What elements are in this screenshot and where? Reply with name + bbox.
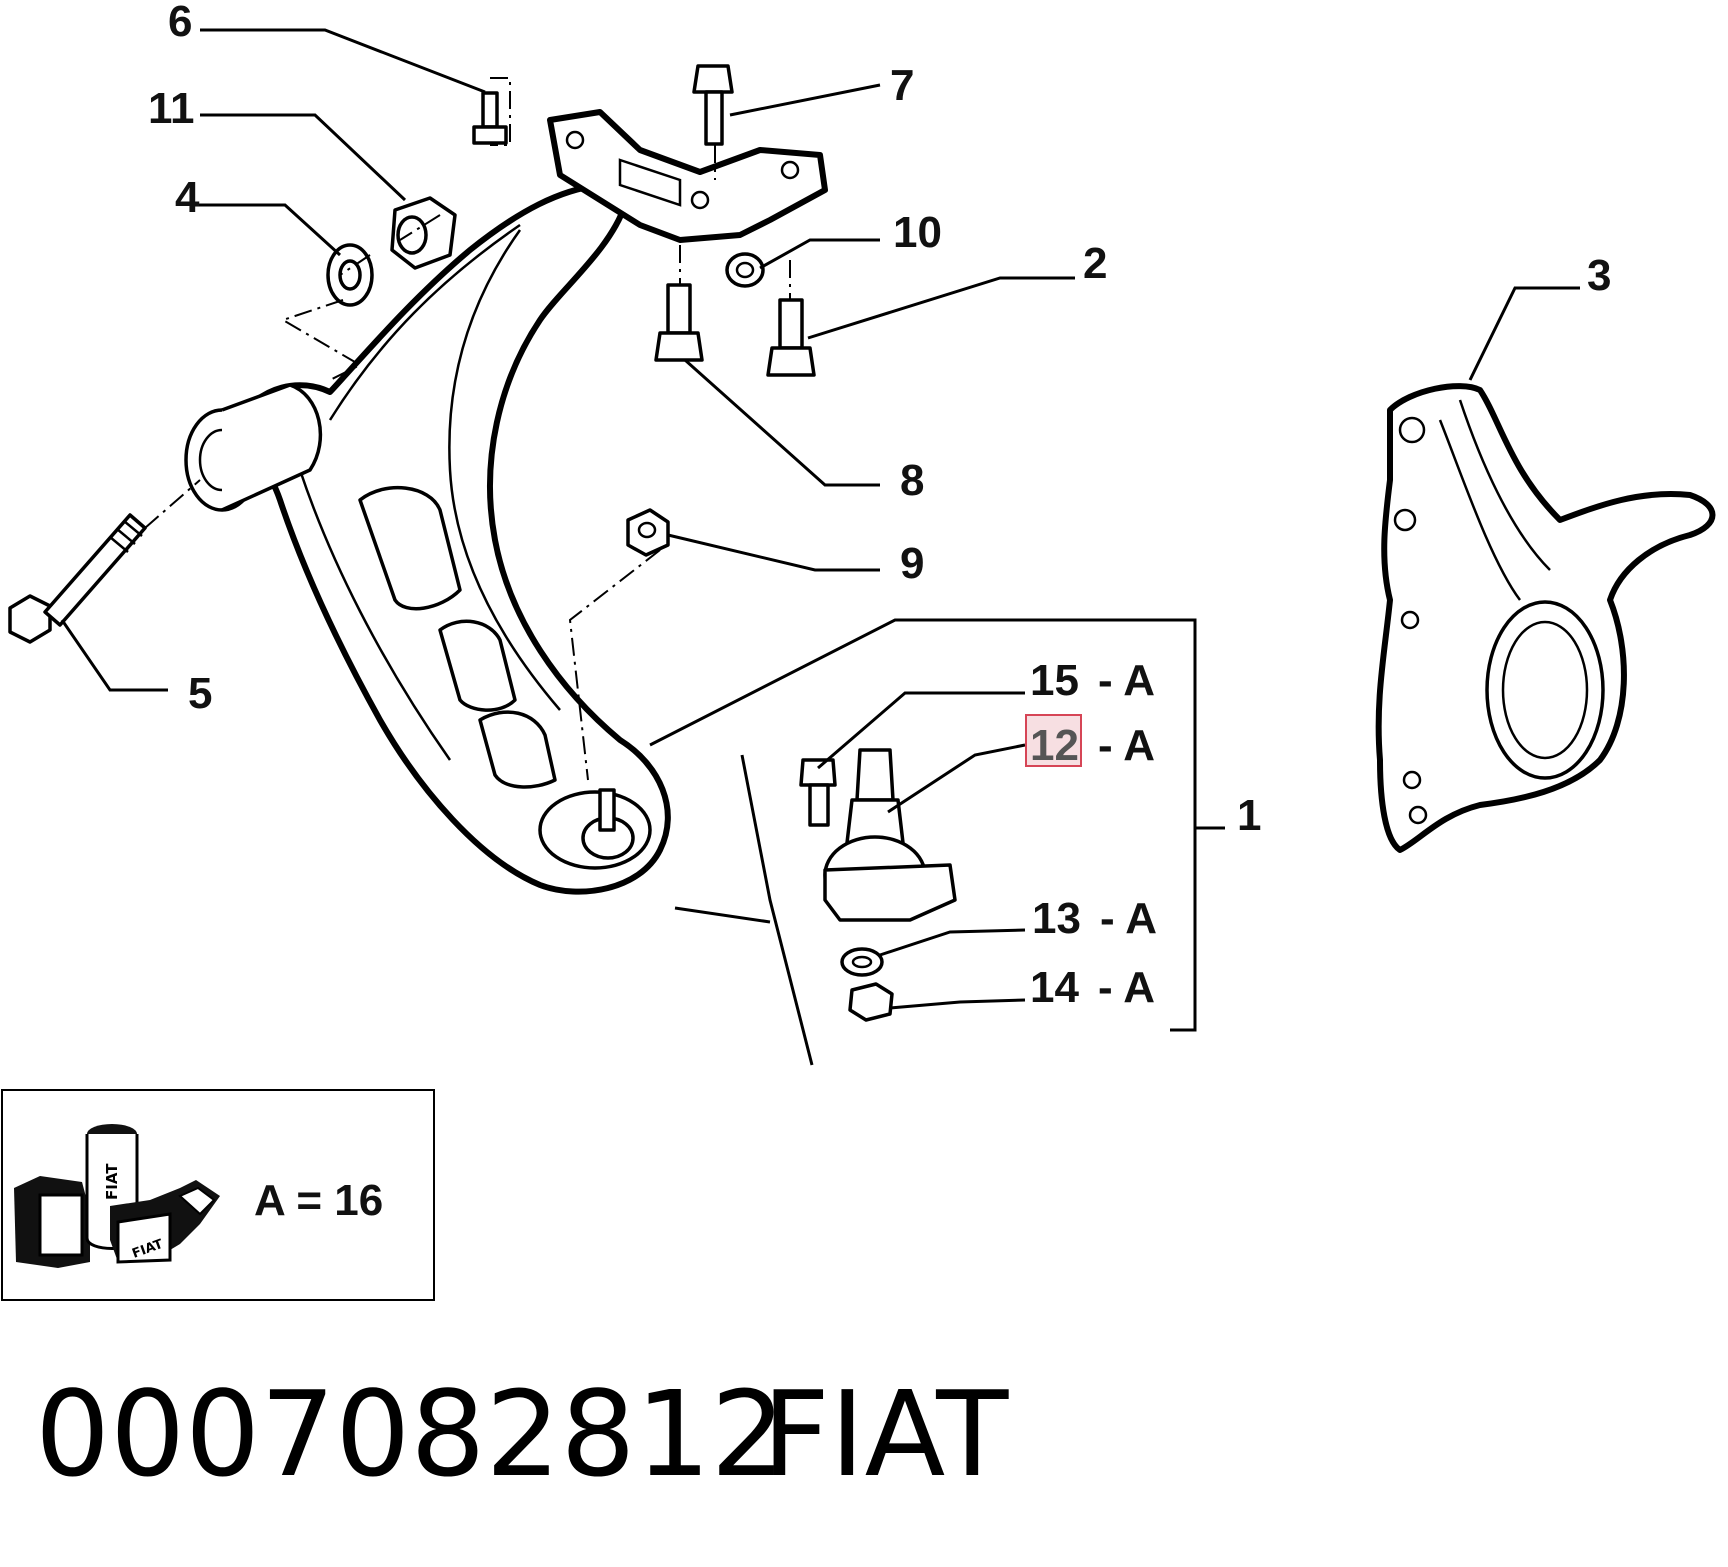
footer: 0007082812 FIAT	[35, 1365, 1009, 1503]
part-9-nut	[626, 508, 670, 557]
part-4-washer	[326, 243, 374, 307]
legend-text: A = 16	[254, 1176, 383, 1225]
callout-10[interactable]: 10	[893, 208, 942, 257]
brand-name: FIAT	[762, 1365, 1009, 1503]
callout-3[interactable]: 3	[1587, 251, 1611, 300]
part-2-bolt	[766, 298, 816, 377]
control-arm-drawing	[184, 109, 828, 895]
logo-text: FIAT	[103, 1163, 121, 1200]
kit-item-number: 15	[1030, 656, 1079, 705]
leader-lines	[60, 28, 1580, 1032]
callout-7[interactable]: 7	[890, 61, 914, 110]
callout-1[interactable]: 1	[1237, 791, 1261, 840]
kit-item-number: 13	[1032, 894, 1081, 943]
kit-item-15[interactable]: 15 - A	[1030, 656, 1155, 705]
kit-item-suffix: - A	[1098, 721, 1155, 770]
fiat-parts-kit-icon: FIAT FIAT	[14, 1124, 220, 1268]
assembly-axis-lines	[144, 77, 791, 781]
part-8-bolt	[654, 283, 704, 362]
callout-11[interactable]: 11	[148, 84, 195, 133]
part-7-bolt	[692, 64, 734, 146]
part-14-nut	[848, 982, 894, 1022]
kit-item-suffix: - A	[1100, 894, 1157, 943]
part-6-screw	[472, 91, 508, 145]
part-10-nut	[725, 252, 765, 288]
callout-6[interactable]: 6	[168, 0, 192, 46]
kit-item-list: 15 - A 12 - A 13 - A 14 - A	[1025, 656, 1157, 1012]
callout-5[interactable]: 5	[188, 669, 212, 718]
kit-item-number: 14	[1030, 963, 1079, 1012]
callout-8[interactable]: 8	[900, 456, 924, 505]
part-number: 0007082812	[35, 1365, 786, 1503]
part-15-bolt	[799, 758, 837, 827]
kit-legend: FIAT FIAT A = 16	[1, 1089, 435, 1301]
detail-break-lines	[674, 754, 814, 1066]
part-callouts: 6 11 4 5 7 10 2 3 8 9 1	[148, 0, 1611, 840]
part-13-washer	[840, 947, 884, 977]
kit-item-14[interactable]: 14 - A	[1030, 963, 1155, 1012]
kit-item-suffix: - A	[1098, 656, 1155, 705]
callout-2[interactable]: 2	[1083, 239, 1107, 288]
kit-item-suffix: - A	[1098, 963, 1155, 1012]
kit-item-12[interactable]: 12 - A	[1025, 714, 1155, 770]
highlight-box	[1025, 714, 1082, 767]
kit-item-number-highlighted: 12	[1030, 721, 1079, 770]
callout-9[interactable]: 9	[900, 539, 924, 588]
part-12-ball-joint[interactable]	[823, 748, 957, 922]
part-11-nut	[390, 196, 457, 270]
part-5-bolt	[8, 513, 147, 644]
kit-item-13[interactable]: 13 - A	[1032, 894, 1157, 943]
steering-knuckle-drawing	[1375, 383, 1716, 853]
callout-4[interactable]: 4	[175, 173, 200, 222]
